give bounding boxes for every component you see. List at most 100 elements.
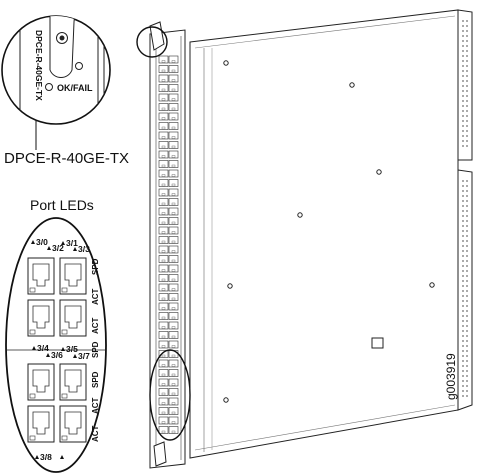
rj45-tab <box>171 117 176 120</box>
led-indicator-icon <box>61 435 68 441</box>
rj45-tab <box>171 373 176 377</box>
rj45-tab <box>161 126 166 130</box>
port-label-3-7: 3/7 <box>78 351 90 361</box>
rj45-port-icon <box>158 131 169 140</box>
led-indicator-icon <box>45 83 53 91</box>
port-label-3-4: 3/4 <box>37 343 49 353</box>
rj45-port-icon <box>158 84 169 92</box>
model-vertical-label: DPCE-R-40GE-TX <box>34 30 44 101</box>
rj45-tab <box>161 307 166 310</box>
highlight-port-leds <box>149 349 191 441</box>
rj45-tab <box>171 316 176 320</box>
rj45-port-icon <box>158 207 169 216</box>
rj45-tab <box>161 354 166 358</box>
rj45-port-icon <box>168 388 179 396</box>
rj45-tab <box>161 231 166 234</box>
rj45-tab <box>171 411 176 415</box>
rj45-port-icon <box>158 169 169 178</box>
rj45-tab <box>171 278 176 282</box>
rj45-port-icon <box>158 122 169 130</box>
rj45-port-icon <box>158 179 169 187</box>
rj45-tab <box>161 136 166 139</box>
zoom-ports <box>27 257 87 443</box>
rj45-tab <box>171 297 176 301</box>
rj45-port-icon <box>168 65 179 73</box>
rj45-tab <box>171 430 176 434</box>
rj45-port-icon <box>158 93 169 102</box>
rj45-tab <box>171 307 176 310</box>
rj45-tab <box>161 326 166 329</box>
rj45-tab <box>161 193 166 196</box>
rj45-port-icon <box>158 198 169 206</box>
rj45-port-icon <box>168 274 179 282</box>
rj45-tab <box>171 79 176 82</box>
rj45-tab <box>161 107 166 111</box>
port-label-3-2: 3/2 <box>52 243 64 253</box>
model-caption: DPCE-R-40GE-TX <box>4 150 130 167</box>
rj45-port-icon <box>158 350 169 358</box>
led-label-spd-2: SPD <box>91 341 100 358</box>
rj45-tab <box>171 364 176 367</box>
rj45-port-icon <box>158 274 169 282</box>
rj45-port-icon <box>168 131 179 140</box>
led-indicator-icon <box>61 393 68 399</box>
led-indicator-icon <box>29 393 36 399</box>
rj45-tab <box>161 145 166 149</box>
port-label-3-0: 3/0 <box>36 237 48 247</box>
rj45-port-icon <box>168 378 179 387</box>
card-label-plate <box>371 337 384 349</box>
rj45-port-icon <box>158 388 169 396</box>
card-side-panel <box>189 9 459 459</box>
rj45-port-icon <box>158 112 169 121</box>
rj45-port-icon <box>168 245 179 254</box>
rj45-port-icon <box>168 236 179 244</box>
rj45-jack-outline <box>32 263 50 287</box>
port-label-3-6: 3/6 <box>51 350 63 360</box>
rj45-tab <box>171 345 176 348</box>
rj45-port-icon <box>158 264 169 273</box>
rj45-tab <box>171 231 176 234</box>
rj45-port-icon <box>158 378 169 387</box>
rj45-tab <box>161 212 166 215</box>
rj45-port-icon <box>168 340 179 349</box>
rj45-port-icon <box>158 416 169 425</box>
rj45-jack-outline <box>64 305 82 329</box>
rj45-tab <box>171 174 176 177</box>
rj45-tab <box>161 250 166 253</box>
rj45-jack-outline <box>32 305 50 329</box>
rj45-tab <box>161 411 166 415</box>
rj45-tab <box>161 69 166 73</box>
port-leds-caption: Port LEDs <box>30 197 94 213</box>
rj45-tab <box>171 259 176 263</box>
rj45-port-icon <box>158 293 169 301</box>
rj45-tab <box>171 98 176 101</box>
rj45-tab <box>171 202 176 206</box>
rj45-port-icon <box>168 150 179 159</box>
rj45-tab <box>161 98 166 101</box>
rj45-tab <box>171 240 176 244</box>
rj45-tab <box>171 326 176 329</box>
rj45-port-icon <box>158 359 169 368</box>
rj45-tab <box>171 421 176 424</box>
led-label-act-2: ACT <box>91 317 100 334</box>
led-label-act-1: ACT <box>91 288 100 305</box>
rj45-tab <box>161 430 166 434</box>
rj45-port-icon <box>168 188 179 197</box>
rj45-port-icon <box>158 65 169 73</box>
rj45-tab <box>171 193 176 196</box>
rj45-port-icon <box>158 141 169 149</box>
figure-id: g003919 <box>444 353 458 400</box>
ejector-handle-icon <box>149 21 167 467</box>
rj45-port-icon <box>158 340 169 349</box>
rj45-tab <box>161 269 166 272</box>
dpc-card <box>149 9 473 469</box>
rj45-port-icon <box>168 217 179 225</box>
rj45-tab <box>161 174 166 177</box>
rj45-tab <box>161 79 166 82</box>
rj45-port-icon <box>168 283 179 292</box>
rj45-tab <box>161 183 166 187</box>
rj45-tab <box>161 60 166 63</box>
rj45-port-icon <box>168 321 179 330</box>
rj45-port-icon <box>168 331 179 339</box>
